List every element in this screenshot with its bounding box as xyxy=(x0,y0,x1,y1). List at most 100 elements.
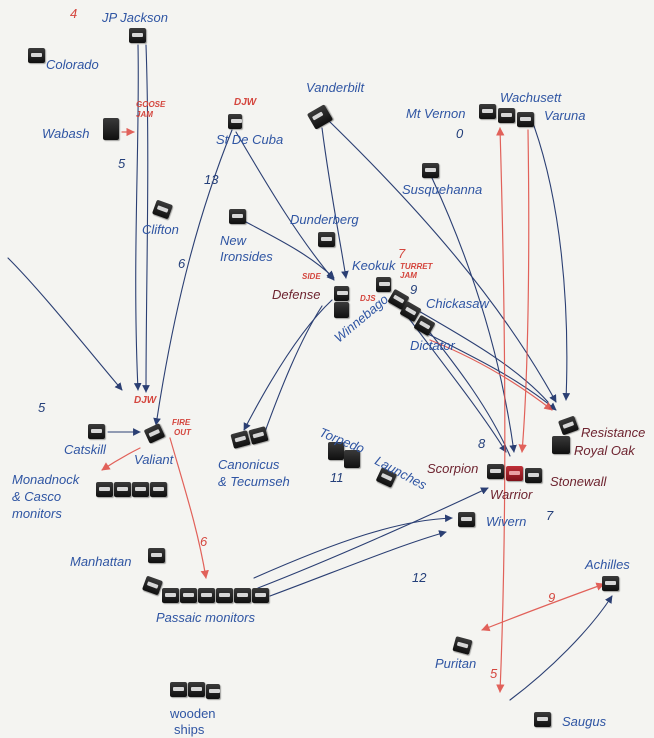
label-catskill: Catskill xyxy=(64,442,106,457)
ship-passaic-5[interactable] xyxy=(234,588,251,603)
movement-arrow xyxy=(429,339,553,411)
number-6-red: 6 xyxy=(200,534,208,549)
movement-arrow xyxy=(329,121,557,403)
movement-arrow xyxy=(261,305,323,441)
ship-monadnock-4[interactable] xyxy=(150,482,167,497)
ship-passaic-1[interactable] xyxy=(162,588,179,603)
label-clifton: Clifton xyxy=(142,222,179,237)
ship-monadnock-3[interactable] xyxy=(132,482,149,497)
movement-arrow xyxy=(321,127,349,279)
number-12: 12 xyxy=(412,570,427,585)
ship-monadnock-2[interactable] xyxy=(114,482,131,497)
ship-royal-oak[interactable] xyxy=(552,436,570,454)
label-wachusett: Wachusett xyxy=(500,90,562,105)
note-side: SIDE xyxy=(302,272,321,281)
note-goose-jam: JAM xyxy=(136,110,153,119)
ship-passaic-6[interactable] xyxy=(252,588,269,603)
label-chickasaw: Chickasaw xyxy=(426,296,489,311)
number-4: 4 xyxy=(70,6,78,21)
ship-stonewall[interactable] xyxy=(525,468,542,483)
ship-passaic-2[interactable] xyxy=(180,588,197,603)
label-wooden-2: ships xyxy=(174,722,205,737)
ship-achilles[interactable] xyxy=(602,576,619,591)
label-new-ironsides-2: Ironsides xyxy=(220,249,273,264)
label-mt-vernon: Mt Vernon xyxy=(406,106,466,121)
movement-arrow xyxy=(431,177,517,453)
note-turret: TURRET xyxy=(400,262,433,271)
movement-arrow xyxy=(169,437,209,579)
label-royal-oak: Royal Oak xyxy=(574,443,635,458)
label-achilles: Achilles xyxy=(585,557,630,572)
ship-wooden-2[interactable] xyxy=(188,682,205,697)
note-djs: DJS xyxy=(360,294,376,303)
ship-susquehanna[interactable] xyxy=(422,163,439,178)
ship-warrior[interactable] xyxy=(506,466,523,481)
label-puritan: Puritan xyxy=(435,656,477,671)
label-varuna: Varuna xyxy=(544,108,586,123)
note-goose: GOOSE xyxy=(136,100,166,109)
movement-arrow xyxy=(235,131,335,281)
number-7: 7 xyxy=(398,246,406,261)
ship-wabash[interactable] xyxy=(103,118,119,140)
ship-keokuk[interactable] xyxy=(376,277,391,292)
label-st-de-cuba: St De Cuba xyxy=(216,132,284,147)
label-passaic: Passaic monitors xyxy=(156,610,255,625)
movement-arrow xyxy=(533,125,571,401)
movement-arrow xyxy=(518,129,530,453)
movement-arrow xyxy=(509,595,613,701)
ship-passaic-4[interactable] xyxy=(216,588,233,603)
label-wabash: Wabash xyxy=(42,126,90,141)
movement-arrow xyxy=(269,530,447,597)
label-monadnock-3: monitors xyxy=(12,506,62,521)
ship-st-de-cuba[interactable] xyxy=(228,114,242,129)
label-scorpion: Scorpion xyxy=(427,461,479,476)
ship-manhattan[interactable] xyxy=(148,548,165,563)
ship-wooden-1[interactable] xyxy=(170,682,187,697)
label-manhattan: Manhattan xyxy=(70,554,132,569)
movement-arrow xyxy=(496,127,506,693)
movement-arrow xyxy=(133,44,142,391)
ship-new-ironsides[interactable] xyxy=(229,209,246,224)
ship-dunderberg[interactable] xyxy=(318,232,335,247)
ship-jp-jackson[interactable] xyxy=(129,28,146,43)
number-5-top: 5 xyxy=(118,156,126,171)
label-wivern: Wivern xyxy=(486,514,527,529)
label-warrior: Warrior xyxy=(490,487,533,502)
movement-arrow xyxy=(7,257,123,391)
label-new-ironsides-1: New xyxy=(220,233,247,248)
ship-varuna[interactable] xyxy=(517,112,534,127)
movement-arrow xyxy=(243,299,333,431)
ship-monadnock-1[interactable] xyxy=(96,482,113,497)
movement-arrow xyxy=(257,487,489,589)
number-9-red: 9 xyxy=(548,590,556,605)
number-0: 0 xyxy=(456,126,464,141)
label-canonicus-1: Canonicus xyxy=(218,457,280,472)
label-susquehanna: Susquehanna xyxy=(402,182,483,197)
number-5-left: 5 xyxy=(38,400,46,415)
ship-wivern[interactable] xyxy=(458,512,475,527)
movement-arrow xyxy=(153,129,233,426)
label-saugus: Saugus xyxy=(562,714,607,729)
label-jp-jackson: JP Jackson xyxy=(102,10,168,25)
number-6: 6 xyxy=(178,256,186,271)
ship-torpedo-launch-1[interactable] xyxy=(328,442,344,460)
ship-catskill[interactable] xyxy=(88,424,105,439)
label-keokuk: Keokuk xyxy=(352,258,396,273)
ship-torpedo-launch-2[interactable] xyxy=(344,450,360,468)
ship-saugus[interactable] xyxy=(534,712,551,727)
ship-colorado[interactable] xyxy=(28,48,45,63)
ship-defense[interactable] xyxy=(334,286,349,301)
label-dunderberg: Dunderberg xyxy=(290,212,359,227)
ship-passaic-3[interactable] xyxy=(198,588,215,603)
ship-mt-vernon[interactable] xyxy=(479,104,496,119)
label-dictator: Dictator xyxy=(410,338,455,353)
note-djw-valiant: DJW xyxy=(134,395,157,406)
number-13: 13 xyxy=(204,172,219,187)
ship-scorpion[interactable] xyxy=(487,464,504,479)
ship-wooden-3[interactable] xyxy=(206,684,220,699)
ship-defense-2[interactable] xyxy=(334,302,349,318)
number-7-right: 7 xyxy=(546,508,554,523)
ship-wachusett[interactable] xyxy=(498,108,515,123)
note-djw-cuba: DJW xyxy=(234,97,257,108)
note-fire-out: OUT xyxy=(174,428,191,437)
